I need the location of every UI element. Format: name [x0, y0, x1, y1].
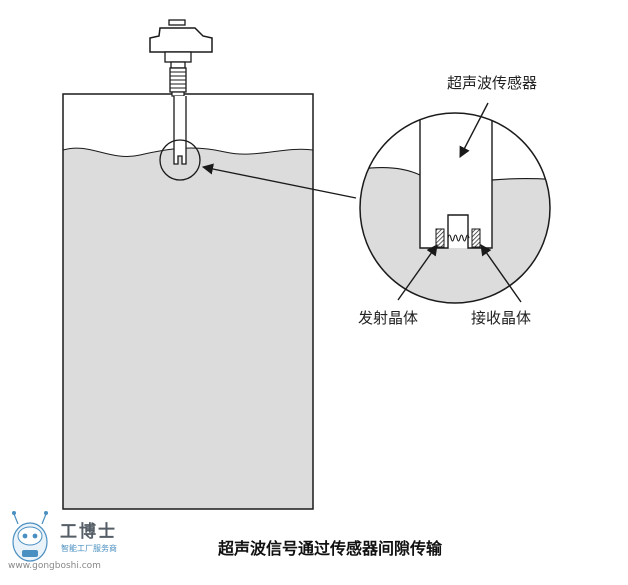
- receiver-leader: [480, 244, 522, 303]
- sensor-leader: [459, 102, 489, 158]
- magnified-liquid: [360, 167, 550, 303]
- figure-caption: 超声波信号通过传感器间隙传输: [218, 539, 443, 558]
- watermark-url: www.gongboshi.com: [8, 561, 101, 571]
- tank: [62, 93, 314, 510]
- receiver-crystal: [471, 228, 481, 248]
- sensor-probe: [159, 96, 201, 181]
- watermark-brand: 工博士: [60, 522, 117, 542]
- detail-marker-circle: [159, 139, 201, 181]
- tank-outline: [62, 93, 314, 510]
- magnified-detail: [359, 112, 551, 304]
- magnified-circle-outline: [359, 112, 551, 304]
- zoom-arrow: [201, 163, 357, 199]
- ultrasonic-wave: [447, 234, 470, 242]
- emitter-leader: [397, 244, 438, 301]
- label-receiver-crystal: 接收晶体: [471, 309, 532, 327]
- watermark-tagline: 智能工厂服务商: [61, 544, 117, 553]
- sensor-head: [149, 19, 213, 97]
- label-emitter-crystal: 发射晶体: [358, 309, 419, 327]
- label-ultrasonic-sensor: 超声波传感器: [447, 74, 538, 92]
- liquid-fill: [63, 148, 313, 509]
- watermark-robot-icon: [12, 511, 48, 562]
- emitter-crystal: [435, 228, 445, 248]
